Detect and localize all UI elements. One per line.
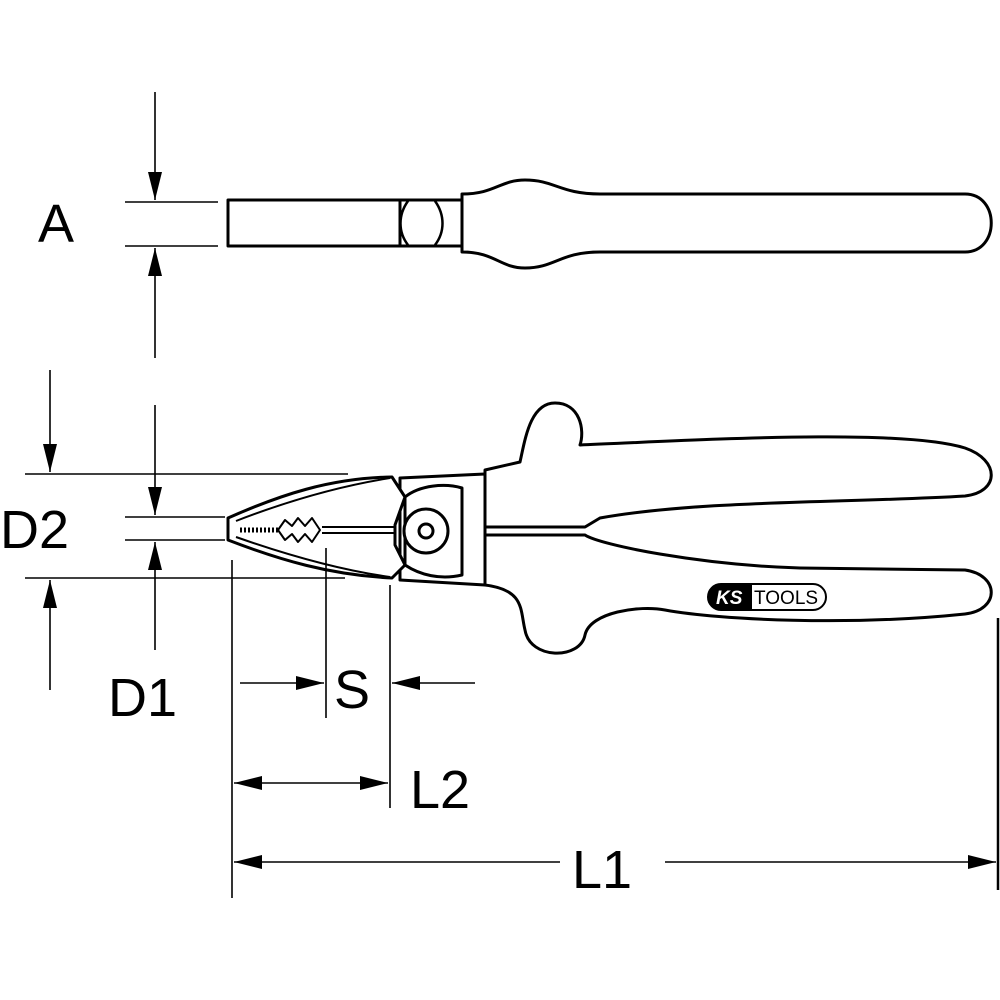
dimension-d2: D2 (0, 405, 225, 650)
dimension-s: S (240, 548, 475, 808)
pliers-top-view (226, 178, 993, 270)
label-a: A (38, 194, 74, 254)
label-s: S (334, 660, 370, 720)
label-l1: L1 (572, 840, 632, 900)
dimension-d1: D1 (25, 370, 348, 728)
label-d2: D2 (0, 500, 69, 560)
logo-suffix: TOOLS (754, 588, 818, 609)
label-d1: D1 (108, 668, 177, 728)
dimension-l2: L2 (231, 560, 470, 898)
dimension-a: A (38, 92, 218, 358)
label-l2: L2 (410, 760, 470, 820)
dimension-l1: L1 (234, 618, 1000, 900)
pliers-side-view: KS TOOLS (226, 401, 993, 655)
ks-tools-logo: KS TOOLS (707, 583, 827, 611)
logo-prefix: KS (716, 588, 743, 609)
